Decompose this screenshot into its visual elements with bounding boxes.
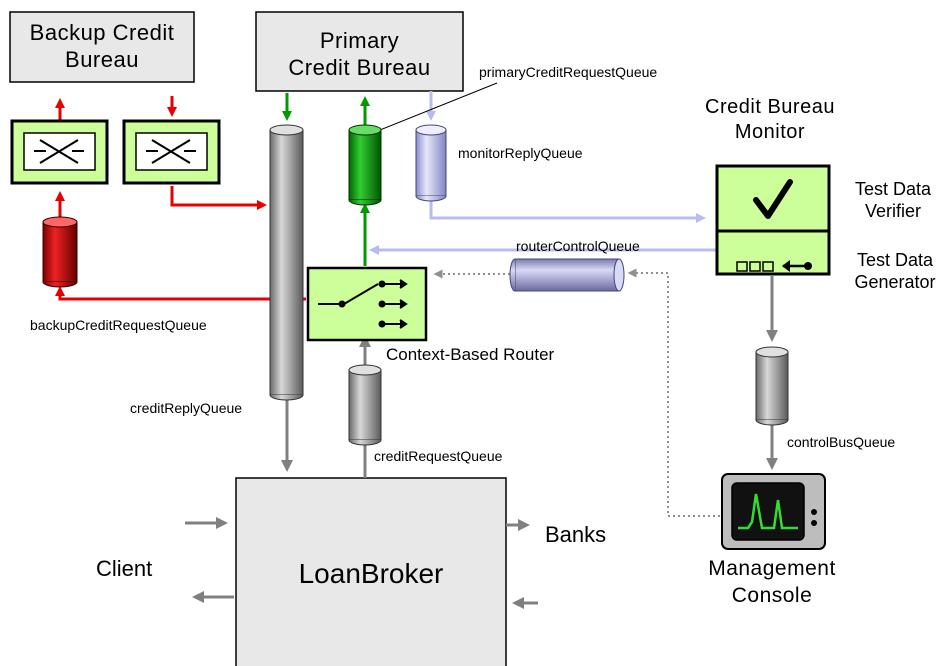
credit-reply-queue <box>269 124 304 401</box>
context-based-router <box>306 266 428 342</box>
squares-arrow-icon <box>736 260 812 272</box>
backup-credit-request-queue <box>42 216 78 288</box>
lavender-flows <box>369 91 718 255</box>
credit-request-queue <box>348 364 382 446</box>
backup-translator-left <box>10 119 109 185</box>
backup-credit-bureau-label: Backup Credit Bureau <box>10 19 194 73</box>
crossed-arrows-icon <box>34 139 84 164</box>
label-credit-request-queue: creditRequestQueue <box>374 448 503 464</box>
primary-queue-pointer <box>379 82 498 131</box>
primary-bureau-line2: Credit Bureau <box>288 55 431 80</box>
loan-broker-box <box>235 477 507 666</box>
test-data-generator-label: Test Data Generator <box>843 249 947 293</box>
label-credit-reply-queue: creditReplyQueue <box>130 400 242 416</box>
queue-labels: primaryCreditRequestQueue monitorReplyQu… <box>30 64 895 464</box>
control-bus-queue <box>755 346 789 426</box>
crossed-arrows-icon <box>146 139 196 164</box>
label-router-control-queue: routerControlQueue <box>516 238 640 254</box>
test-data-verifier-label: Test Data Verifier <box>843 178 943 222</box>
backup-translator-right <box>122 119 221 185</box>
green-flows <box>282 93 370 266</box>
console-line1: Management <box>708 557 836 580</box>
label-control-bus-queue: controlBusQueue <box>787 434 895 450</box>
console-line2: Console <box>731 584 813 607</box>
label-monitor-reply-queue: monitorReplyQueue <box>458 145 583 161</box>
monitor-reply-queue <box>415 124 447 202</box>
verifier-line1: Test Data <box>854 179 932 199</box>
backup-credit-bureau-box <box>9 11 195 83</box>
checkmark-icon <box>753 179 793 219</box>
client-label: Client <box>96 556 153 581</box>
router-control-queue <box>509 258 625 292</box>
loan-broker-label: LoanBroker <box>298 558 444 589</box>
context-based-router-label: Context-Based Router <box>386 345 555 364</box>
dotted-control-flows <box>433 268 720 517</box>
monitor-line1: Credit Bureau <box>705 96 835 118</box>
credit-bureau-monitor-label: Credit Bureau Monitor <box>670 95 870 145</box>
switch-icon <box>318 279 408 329</box>
label-backup-credit-request-queue: backupCreditRequestQueue <box>30 317 207 333</box>
monitor-line2: Monitor <box>734 121 806 143</box>
management-console-label: Management Console <box>672 555 872 609</box>
primary-credit-bureau-label: Primary Credit Bureau <box>256 27 463 81</box>
label-primary-credit-request-queue: primaryCreditRequestQueue <box>479 64 657 80</box>
verifier-line2: Verifier <box>864 201 922 221</box>
generator-line1: Test Data <box>856 250 934 270</box>
credit-bureau-monitor <box>715 164 831 276</box>
backup-bureau-line1: Backup Credit <box>29 20 175 45</box>
primary-credit-request-queue <box>348 124 382 206</box>
monitor-waveform-icon <box>721 473 826 550</box>
banks-label: Banks <box>545 522 607 547</box>
backup-bureau-line2: Bureau <box>65 47 139 72</box>
generator-line2: Generator <box>854 272 936 292</box>
primary-credit-bureau-box <box>255 11 464 92</box>
primary-bureau-line1: Primary <box>319 28 400 53</box>
